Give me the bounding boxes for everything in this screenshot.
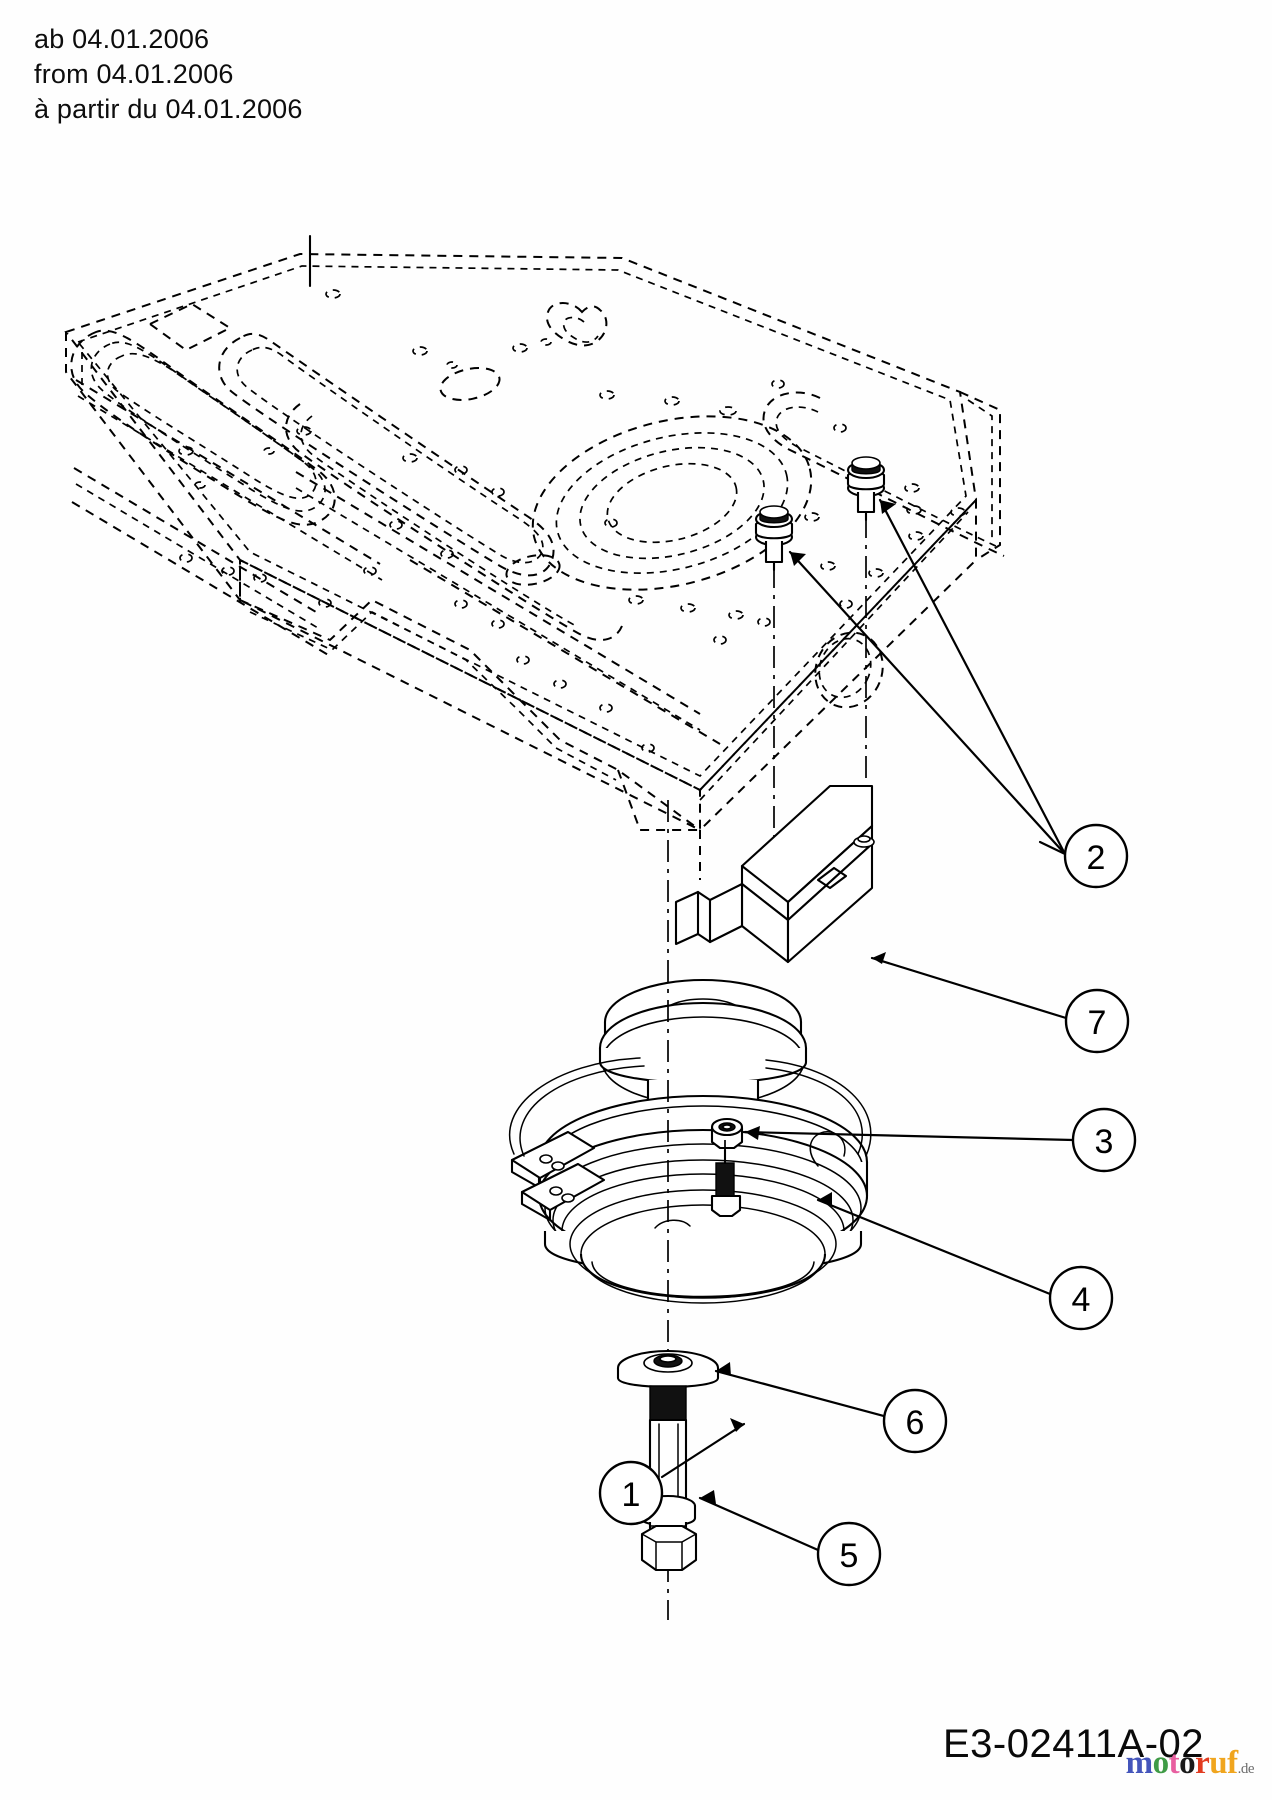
- deck-belt-channel-3: [285, 403, 623, 641]
- callout-4-label: 4: [1072, 1281, 1091, 1319]
- deck-belt-channel: [70, 302, 336, 526]
- deck-belt-channel-2: [218, 332, 555, 577]
- date-header: ab 04.01.2006 from 04.01.2006 à partir d…: [34, 22, 303, 127]
- document-id: E3-02411A-02: [943, 1722, 1204, 1766]
- wm-letter-o2: o: [1179, 1745, 1196, 1781]
- mounting-bracket: [674, 784, 875, 964]
- lock-nut: [710, 1117, 744, 1150]
- motoruf-watermark: motoruf.de: [1125, 1745, 1255, 1781]
- header-line-fr: à partir du 04.01.2006: [34, 94, 303, 125]
- callout-1[interactable]: 1: [598, 1460, 664, 1526]
- callout-2[interactable]: 2: [1063, 823, 1129, 889]
- wm-letter-t: t: [1168, 1745, 1180, 1781]
- callout-7[interactable]: 7: [1064, 988, 1130, 1054]
- deck-fastener-holes: [178, 289, 966, 753]
- callout-6-label: 6: [906, 1404, 925, 1442]
- wm-letter-r: r: [1195, 1745, 1210, 1781]
- hex-flange-bolt-right: [846, 456, 886, 522]
- callout-7-label: 7: [1088, 1004, 1107, 1042]
- wm-letter-f: f: [1227, 1745, 1238, 1781]
- header-line-de: ab 04.01.2006: [34, 24, 210, 54]
- callout-3[interactable]: 3: [1071, 1107, 1137, 1173]
- leader-arrowheads: [700, 500, 896, 1504]
- deck-spindle-bore: [531, 415, 813, 591]
- pulley-housing: [508, 978, 872, 1304]
- header-line-en: from 04.01.2006: [34, 59, 234, 90]
- flange-washer: [616, 1349, 720, 1389]
- callout-6[interactable]: 6: [882, 1388, 948, 1454]
- callout-5-label: 5: [840, 1537, 859, 1575]
- mower-deck-body: [64, 234, 1005, 880]
- callout-3-label: 3: [1095, 1123, 1114, 1161]
- callout-2-label: 2: [1087, 839, 1106, 877]
- wm-suffix: .de: [1237, 1761, 1255, 1777]
- pulley-mounting-ears: [510, 1130, 606, 1222]
- hex-flange-bolt-left: [754, 505, 794, 572]
- grease-fitting: [710, 1140, 742, 1218]
- callout-5[interactable]: 5: [816, 1521, 882, 1587]
- hex-nut: [640, 1524, 698, 1572]
- callout-1-label: 1: [622, 1476, 641, 1514]
- wm-letter-m: m: [1125, 1745, 1154, 1781]
- callout-4[interactable]: 4: [1048, 1265, 1114, 1331]
- leader-lines: [660, 498, 1075, 1552]
- wm-letter-u: u: [1209, 1745, 1228, 1781]
- wm-letter-o1: o: [1152, 1745, 1170, 1781]
